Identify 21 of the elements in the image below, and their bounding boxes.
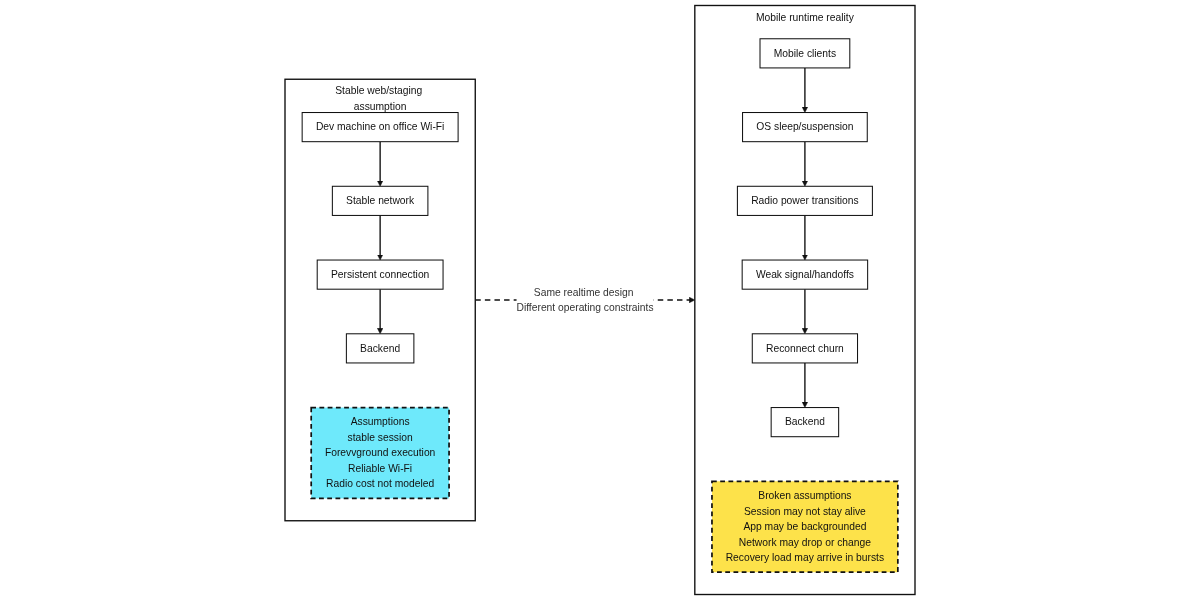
node-box: Backend xyxy=(345,333,415,364)
edge-label: Same realtime design Different operating constraints xyxy=(516,285,654,314)
arrow xyxy=(377,214,384,261)
node-box: Backend xyxy=(770,407,840,438)
node-box: Assumptions stable session Forevvground execution Reliable Wi-Fi Radio cost not modeled xyxy=(310,406,450,500)
arrow xyxy=(801,288,808,335)
arrow xyxy=(377,288,384,335)
arrow xyxy=(801,67,808,113)
node-box: Dev machine on office Wi-Fi xyxy=(301,112,459,143)
arrow xyxy=(377,141,384,187)
node-box: Mobile clients xyxy=(759,38,851,69)
arrow xyxy=(801,141,808,187)
arrow xyxy=(801,362,808,408)
node-box: Radio power transitions xyxy=(736,185,873,216)
node-box: Stable network xyxy=(331,185,429,216)
node-box: OS sleep/suspension xyxy=(742,112,868,143)
node-box: Persistent connection xyxy=(316,259,444,290)
node-box: Weak signal/handoffs xyxy=(741,259,869,290)
arrow xyxy=(801,214,808,261)
node-box: Reconnect churn xyxy=(751,333,859,364)
node-box: Broken assumptions Session may not stay alive App may be backgrounded Network may drop or change Recovery load may arrive in bursts xyxy=(711,480,899,574)
